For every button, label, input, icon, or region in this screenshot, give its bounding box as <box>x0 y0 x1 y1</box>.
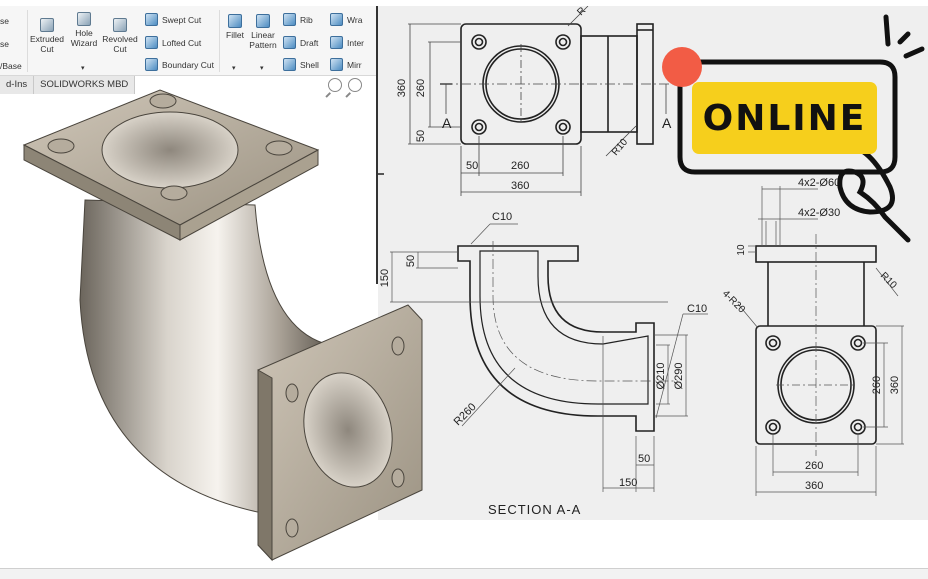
ribbon-separator <box>27 10 28 72</box>
dim-side-width-total: 360 <box>805 480 823 492</box>
window-border <box>376 6 378 284</box>
mirror-button[interactable]: Mirr <box>330 58 362 71</box>
section-title: SECTION A-A <box>488 502 581 517</box>
dim-section-flange-thk-right: 50 <box>638 453 650 465</box>
dim-section-outer-dia: Ø290 <box>673 363 685 390</box>
page-top-strip <box>0 0 928 6</box>
dim-section-flange-len-right: 150 <box>619 477 637 489</box>
lofted-cut-button[interactable]: Lofted Cut <box>145 36 201 49</box>
drawing-canvas: 360 260 50 A A 50 260 360 R10 R <box>378 5 904 517</box>
dim-section-inner-dia: Ø210 <box>655 363 667 390</box>
boundary-cut-button[interactable]: Boundary Cut <box>145 58 214 71</box>
dim-section-flange-thk: 50 <box>405 255 417 267</box>
rib-button[interactable]: Rib <box>283 13 313 26</box>
fillet-icon <box>228 14 242 28</box>
dim-side-height-total: 360 <box>889 376 901 394</box>
dim-side-fillet: R10 <box>878 270 899 291</box>
draft-icon <box>283 36 296 49</box>
swept-cut-icon <box>145 13 158 26</box>
boundary-cut-icon <box>145 58 158 71</box>
command-manager-tabs: d-Ins SOLIDWORKS MBD <box>0 76 136 94</box>
dim-top-width-total: 360 <box>511 180 529 192</box>
dim-side-cb-depth: 10 <box>736 244 747 256</box>
draft-button[interactable]: Draft <box>283 36 318 49</box>
shell-icon <box>283 58 296 71</box>
ribbon-separator <box>219 10 220 72</box>
pipe-elbow-3d-model <box>22 89 423 562</box>
linear-pattern-dropdown[interactable]: ▾ <box>260 65 264 72</box>
zoom-to-area-icon[interactable] <box>348 78 362 92</box>
wrap-button[interactable]: Wra <box>330 13 362 26</box>
section-mark-left: A <box>442 115 452 131</box>
mirror-icon <box>330 58 343 71</box>
hole-wizard-button[interactable]: Hole Wizard <box>67 12 101 48</box>
intersect-icon <box>330 36 343 49</box>
view-tools <box>328 78 362 92</box>
dim-top-fillet: R10 <box>610 136 631 157</box>
dim-side-counterbore: 4x2-Ø60 <box>798 177 840 189</box>
hole-wizard-dropdown[interactable]: ▾ <box>81 65 85 72</box>
fillet-dropdown[interactable]: ▾ <box>232 65 236 72</box>
extruded-cut-button[interactable]: Extruded Cut <box>30 18 64 54</box>
revolved-cut-button[interactable]: Revolved Cut <box>102 18 138 54</box>
hole-wizard-icon <box>77 12 91 26</box>
swept-cut-button[interactable]: Swept Cut <box>145 13 201 26</box>
zoom-to-fit-icon[interactable] <box>328 78 342 92</box>
lofted-cut-icon <box>145 36 158 49</box>
dim-top-height-bolt: 260 <box>415 79 427 97</box>
extruded-cut-icon <box>40 18 54 32</box>
dim-top-width-bolt: 260 <box>511 160 529 172</box>
ribbon-item-truncated-3[interactable]: /Base <box>0 61 22 71</box>
dim-top-height-total: 360 <box>396 79 408 97</box>
ribbon-item-truncated-1[interactable]: se <box>0 16 9 26</box>
revolved-cut-icon <box>113 18 127 32</box>
ribbon-toolbar: se se /Base Extruded Cut Hole Wizard ▾ R… <box>0 6 376 76</box>
section-mark-right: A <box>662 115 672 131</box>
online-badge[interactable]: ONLINE <box>692 82 877 154</box>
tab-solidworks-mbd[interactable]: SOLIDWORKS MBD <box>34 76 136 94</box>
linear-pattern-button[interactable]: Linear Pattern <box>248 14 278 50</box>
dim-section-flange-height: 150 <box>379 269 391 287</box>
fillet-button[interactable]: Fillet <box>222 14 248 40</box>
dim-section-chamfer-right: C10 <box>687 303 707 315</box>
wrap-icon <box>330 13 343 26</box>
linear-pattern-icon <box>256 14 270 28</box>
dim-section-chamfer-top: C10 <box>492 211 512 223</box>
ribbon-item-truncated-2[interactable]: se <box>0 39 9 49</box>
dim-top-edge-offset-h: 50 <box>466 160 478 172</box>
bottom-bar <box>0 568 928 579</box>
shell-button[interactable]: Shell <box>283 58 319 71</box>
tab-add-ins[interactable]: d-Ins <box>0 76 35 94</box>
dim-side-hole: 4x2-Ø30 <box>798 207 840 219</box>
dim-side-height-bolt: 260 <box>871 376 883 394</box>
intersect-button[interactable]: Inter <box>330 36 364 49</box>
dim-top-edge-offset-v: 50 <box>415 130 427 142</box>
rib-icon <box>283 13 296 26</box>
dim-side-corner-radii: 4-R20 <box>720 288 747 315</box>
dim-side-width-bolt: 260 <box>805 460 823 472</box>
